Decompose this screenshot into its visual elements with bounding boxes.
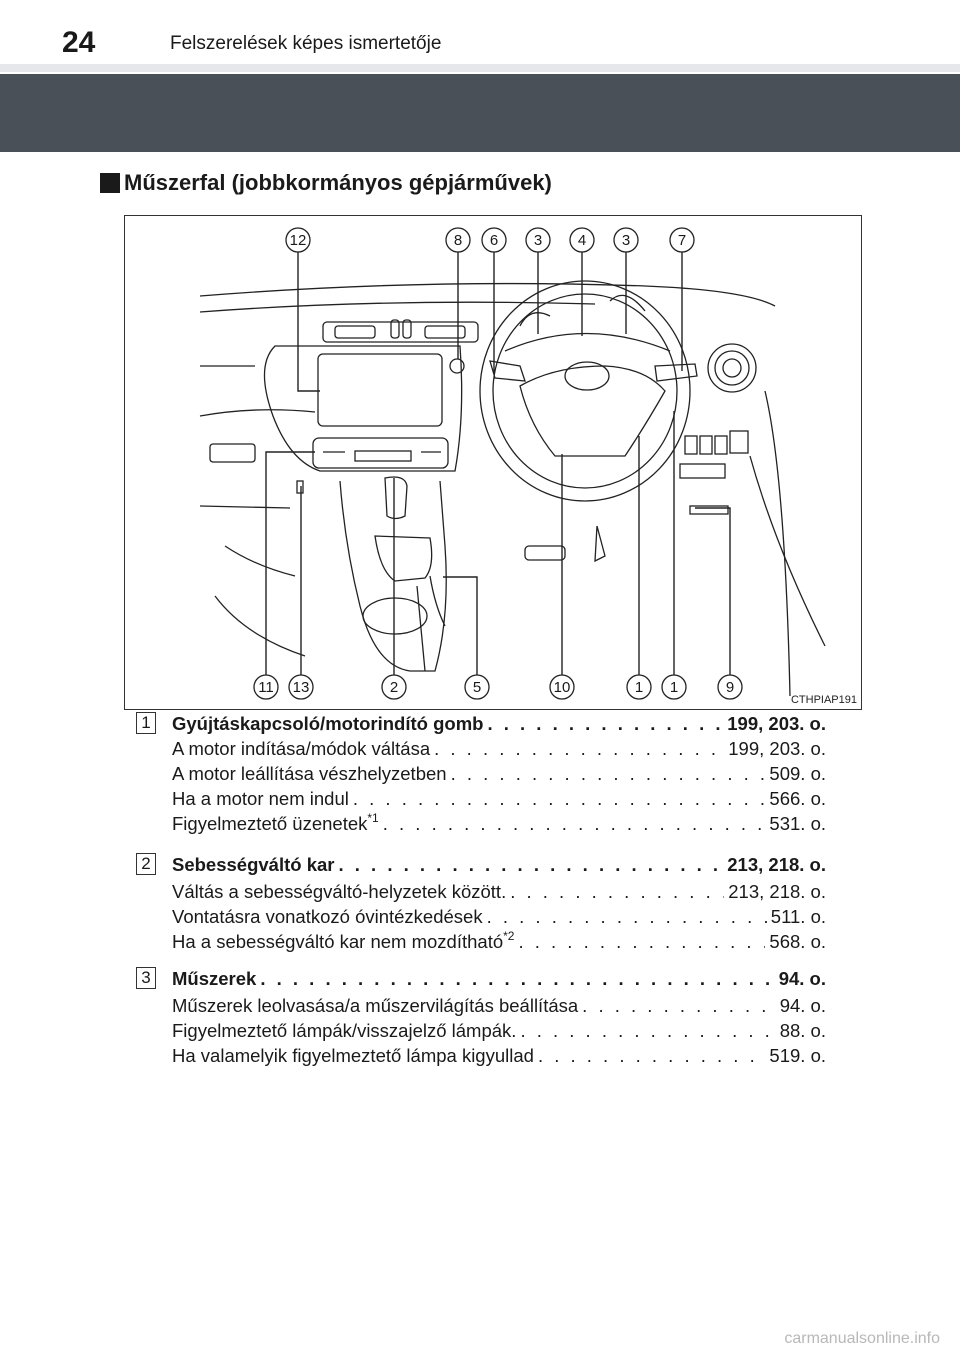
header-band (0, 74, 960, 152)
dot-leader (582, 995, 776, 1017)
sub-item-label: Figyelmeztető lámpák/visszajelző lámpák. (172, 1020, 517, 1041)
entry-number: 1 (136, 712, 156, 734)
sub-item-label: A motor indítása/módok váltása (172, 738, 431, 759)
running-title: Felszerelések képes ismertetője (170, 33, 442, 54)
svg-text:3: 3 (622, 232, 630, 249)
callout-1a: 1 (626, 674, 652, 700)
entry-title-line: Műszerek 94. o. (172, 966, 826, 990)
svg-text:10: 10 (554, 679, 571, 696)
callout-3b: 3 (613, 227, 639, 253)
page-reference-link[interactable]: 511. o. (770, 906, 826, 927)
entry-title: Sebességváltó kar (172, 854, 335, 875)
callout-6: 6 (481, 227, 507, 253)
sub-item-line: Vontatásra vonatkozó óvintézkedések 511.… (172, 904, 826, 928)
callout-2: 2 (381, 674, 407, 700)
sub-item-label: Ha a sebességváltó kar nem mozdítható*2 (172, 929, 515, 952)
sub-item-line: Ha a sebességváltó kar nem mozdítható*2 … (172, 929, 826, 953)
figure-code: CTHPIAP191 (790, 694, 857, 706)
svg-text:12: 12 (290, 232, 307, 249)
sub-item-line: Műszerek leolvasása/a műszervilágítás be… (172, 993, 826, 1017)
svg-text:3: 3 (534, 232, 542, 249)
square-bullet-icon (100, 173, 120, 193)
callout-12: 12 (285, 227, 311, 253)
callout-5: 5 (464, 674, 490, 700)
dot-leader (383, 813, 766, 835)
callout-7: 7 (669, 227, 695, 253)
page-reference-link[interactable]: 566. o. (769, 788, 826, 809)
dot-leader (338, 854, 723, 876)
sub-item-label: Figyelmeztető üzenetek*1 (172, 811, 379, 834)
callout-3a: 3 (525, 227, 551, 253)
sub-item-label: A motor leállítása vészhelyzetben (172, 763, 447, 784)
callout-10: 10 (549, 674, 575, 700)
svg-text:2: 2 (390, 679, 398, 696)
dot-leader (353, 788, 766, 810)
page-reference-link[interactable]: 568. o. (769, 931, 826, 952)
svg-text:11: 11 (258, 679, 274, 696)
sub-item-line: Figyelmeztető lámpák/visszajelző lámpák.… (172, 1018, 826, 1042)
page-reference-link[interactable]: 199, 203. o. (727, 713, 826, 734)
callout-13: 13 (288, 674, 314, 700)
dot-leader (510, 881, 724, 903)
entry-number: 3 (136, 967, 156, 989)
sub-item-line: Figyelmeztető üzenetek*1 531. o. (172, 811, 826, 835)
sub-item-line: Ha valamelyik figyelmeztető lámpa kigyul… (172, 1043, 826, 1067)
dot-leader (487, 906, 767, 928)
section-heading: Műszerfal (jobbkormányos gépjárművek) (100, 170, 552, 196)
page-reference-link[interactable]: 199, 203. o. (728, 738, 826, 759)
page-reference-link[interactable]: 213, 218. o. (727, 854, 826, 875)
sub-item-label: Vontatásra vonatkozó óvintézkedések (172, 906, 483, 927)
page-reference-link[interactable]: 213, 218. o. (728, 881, 826, 902)
page-reference-link[interactable]: 531. o. (769, 813, 826, 834)
entry-title-line: Sebességváltó kar 213, 218. o. (172, 852, 826, 876)
entry-title-line: Gyújtáskapcsoló/motorindító gomb 199, 20… (172, 711, 826, 735)
sub-item-line: Ha a motor nem indul 566. o. (172, 786, 826, 810)
sub-item-line: A motor leállítása vészhelyzetben 509. o… (172, 761, 826, 785)
callout-9: 9 (717, 674, 743, 700)
page-reference-link[interactable]: 509. o. (769, 763, 826, 784)
page-number: 24 (62, 26, 96, 59)
section-title: Műszerfal (jobbkormányos gépjárművek) (124, 170, 552, 195)
svg-text:9: 9 (726, 679, 734, 696)
svg-text:6: 6 (490, 232, 498, 249)
header-rule (0, 64, 960, 72)
dot-leader (434, 738, 724, 760)
dot-leader (451, 763, 766, 785)
svg-text:1: 1 (635, 679, 643, 696)
dot-leader (487, 713, 723, 735)
callout-1b: 1 (661, 674, 687, 700)
sub-item-line: Váltás a sebességváltó-helyzetek között.… (172, 879, 826, 903)
dot-leader (518, 931, 765, 953)
page-reference-link[interactable]: 519. o. (769, 1045, 826, 1066)
callout-8: 8 (445, 227, 471, 253)
entry-title: Gyújtáskapcsoló/motorindító gomb (172, 713, 484, 734)
svg-text:5: 5 (473, 679, 481, 696)
entry-number: 2 (136, 853, 156, 875)
sub-item-label: Ha a motor nem indul (172, 788, 349, 809)
footnote-marker: *1 (367, 811, 379, 825)
dashboard-drawing: 12 8 6 3 4 3 7 11 13 2 5 10 1 1 9 (199, 227, 826, 700)
footnote-marker: *2 (503, 929, 515, 943)
svg-text:4: 4 (578, 232, 586, 249)
svg-text:1: 1 (670, 679, 678, 696)
dashboard-illustration: 12 8 6 3 4 3 7 11 13 2 5 10 1 1 9 CTHPIA… (124, 215, 862, 710)
callout-11: 11 (253, 674, 279, 700)
dot-leader (538, 1045, 765, 1067)
svg-text:13: 13 (293, 679, 310, 696)
page-reference-link[interactable]: 94. o. (779, 995, 826, 1016)
callout-4: 4 (569, 227, 595, 253)
svg-text:8: 8 (454, 232, 462, 249)
page-reference-link[interactable]: 88. o. (779, 1020, 826, 1041)
page-reference-link[interactable]: 94. o. (778, 968, 826, 989)
svg-text:7: 7 (678, 232, 686, 249)
sub-item-line: A motor indítása/módok váltása 199, 203.… (172, 736, 826, 760)
dot-leader (520, 1020, 775, 1042)
dot-leader (260, 968, 774, 990)
sub-item-label: Váltás a sebességváltó-helyzetek között. (172, 881, 507, 902)
watermark: carmanualsonline.info (784, 1330, 940, 1347)
sub-item-label: Ha valamelyik figyelmeztető lámpa kigyul… (172, 1045, 534, 1066)
entry-title: Műszerek (172, 968, 257, 989)
sub-item-label: Műszerek leolvasása/a műszervilágítás be… (172, 995, 579, 1016)
